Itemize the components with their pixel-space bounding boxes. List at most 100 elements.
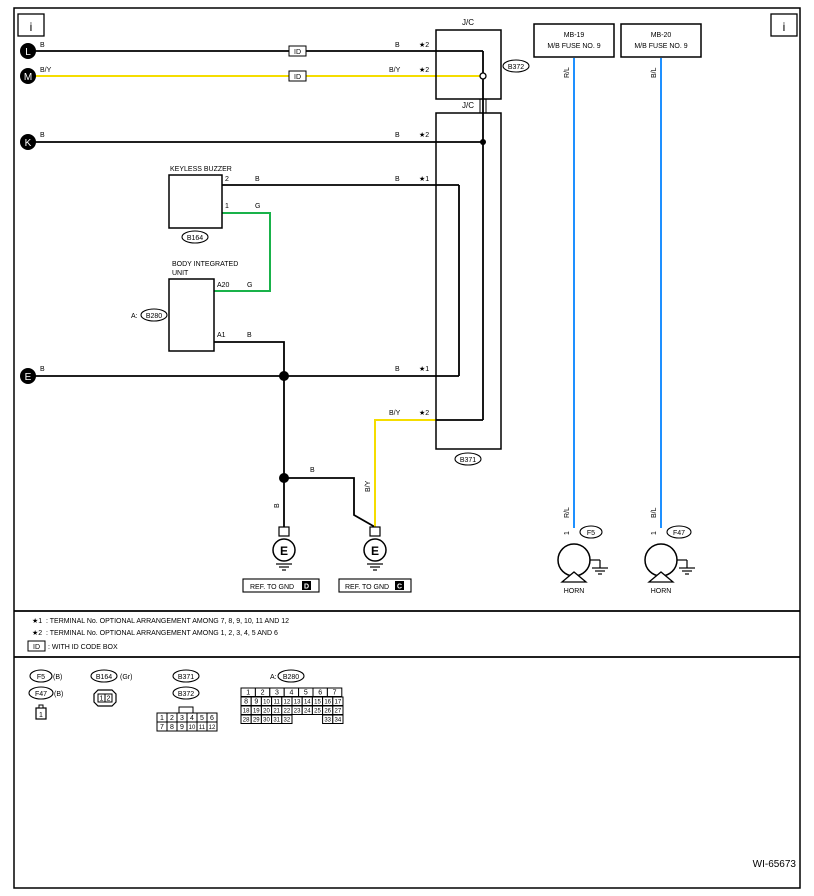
wire-label-by-right: B/Y xyxy=(389,410,401,417)
b280-pin-5-label: 5 xyxy=(304,690,308,697)
b280-pin-6-label: 6 xyxy=(318,690,322,697)
b371-pin-6-label: 6 xyxy=(210,715,214,722)
horn-label-2: HORN xyxy=(651,588,672,595)
svg-text:F5: F5 xyxy=(37,674,45,681)
wire-label-gnd-vert-by: B/Y xyxy=(365,480,372,492)
id-box-l: ID xyxy=(288,45,307,57)
b280-pin-32-label: 32 xyxy=(284,718,291,724)
wire-by-gnd xyxy=(374,419,436,527)
b280-pin-20-label: 20 xyxy=(263,709,270,715)
wire-label-e-left: B xyxy=(40,366,45,373)
star-k: ★2 xyxy=(419,131,429,139)
horn-f47 xyxy=(644,543,695,583)
wire-label-m-left: B/Y xyxy=(40,67,52,74)
b280-pin-26-label: 26 xyxy=(324,709,331,715)
b280-pin-13-label: 13 xyxy=(294,700,301,706)
wire-label-gnd-vert-b: B xyxy=(274,503,281,508)
wire-label-gnd-b: B xyxy=(310,467,315,474)
b280-pin-9-label: 9 xyxy=(254,699,258,706)
connector-e[interactable]: E xyxy=(20,368,36,384)
b280-pin-30-label: 30 xyxy=(263,718,270,724)
buzzer-pin-2: 2 xyxy=(225,176,229,183)
svg-text:ID: ID xyxy=(33,644,40,651)
cv-b164[interactable]: B164 (Gr) 1 2 xyxy=(90,669,132,707)
buzzer-pin-1: 1 xyxy=(225,203,229,210)
ref-to-gnd-d[interactable]: REF. TO GND D xyxy=(242,578,320,593)
b280-pin-12-label: 12 xyxy=(284,700,291,706)
biu-label-line2: UNIT xyxy=(172,270,189,277)
b280-pin-19-label: 19 xyxy=(253,709,260,715)
b280-pin-34 xyxy=(332,714,344,724)
b371-pin-9-label: 9 xyxy=(180,724,184,731)
b280-pin-29-label: 29 xyxy=(253,718,260,724)
b280-pin-15-label: 15 xyxy=(314,700,321,706)
b371-pin-8-label: 8 xyxy=(170,724,174,731)
connector-tag-b280[interactable]: B280 xyxy=(140,308,168,322)
connector-k[interactable]: K xyxy=(20,134,36,150)
wire-label-buzzer-b: B xyxy=(255,176,260,183)
star-m: ★2 xyxy=(419,66,429,74)
svg-text:L: L xyxy=(25,47,31,58)
fuse-mb19: MB-19 M/B FUSE NO. 9 xyxy=(533,23,615,58)
svg-text:E: E xyxy=(25,372,32,383)
wire-label-biu-g: G xyxy=(247,282,252,289)
connector-tag-b372[interactable]: B372 xyxy=(502,59,530,73)
b371-pin-11-label: 11 xyxy=(199,725,206,731)
b280-pin-21-label: 21 xyxy=(273,709,280,715)
svg-text:K: K xyxy=(25,138,32,149)
b371-pin-4-label: 4 xyxy=(190,715,194,722)
info-icon-right[interactable]: i xyxy=(770,13,798,37)
b280-pin-34-label: 34 xyxy=(335,718,342,724)
wire-biu-a1 xyxy=(214,341,285,478)
svg-text:B164: B164 xyxy=(96,674,112,681)
svg-text:1: 1 xyxy=(100,696,104,703)
splice-k xyxy=(480,139,486,145)
connector-tag-b164[interactable]: B164 xyxy=(181,230,209,244)
svg-text:B372: B372 xyxy=(178,691,194,698)
b371-pin-5-label: 5 xyxy=(200,715,204,722)
svg-text:F5: F5 xyxy=(587,530,595,537)
ref-to-gnd-c[interactable]: REF. TO GND C xyxy=(338,578,412,593)
biu-prefix: A: xyxy=(131,313,138,320)
b280-pin-1-label: 1 xyxy=(246,690,250,697)
legend-star1: ★1 xyxy=(32,617,42,625)
legend-star2: ★2 xyxy=(32,629,42,637)
b371-pin-1-label: 1 xyxy=(160,715,164,722)
b280-pin-27-label: 27 xyxy=(335,709,342,715)
ground-c: E xyxy=(363,526,387,571)
wire-label-k-left: B xyxy=(40,132,45,139)
horn-label-1: HORN xyxy=(564,588,585,595)
cv-f47[interactable]: F47 (B) xyxy=(28,686,63,700)
wire-green xyxy=(214,212,271,292)
connector-tag-b371[interactable]: B371 xyxy=(454,452,482,466)
svg-text:F47: F47 xyxy=(673,530,685,537)
b280-pin-28-label: 28 xyxy=(243,718,250,724)
keyless-buzzer-label: KEYLESS BUZZER xyxy=(170,166,232,173)
connector-tag-f47[interactable]: F47 xyxy=(666,525,692,539)
info-icon-left[interactable]: i xyxy=(17,13,45,37)
horn-f5 xyxy=(557,543,608,583)
keyless-buzzer xyxy=(168,174,223,229)
horn1-pin: 1 xyxy=(564,531,571,535)
jc-box-bottom xyxy=(435,112,502,450)
connector-l[interactable]: L xyxy=(20,43,36,59)
wire-label-rl-top: R/L xyxy=(564,67,571,78)
star-l: ★2 xyxy=(419,41,429,49)
wire-label-rl-bottom: R/L xyxy=(564,507,571,518)
svg-text:C: C xyxy=(397,584,402,591)
ground-d: E xyxy=(272,526,296,571)
svg-text:M: M xyxy=(24,72,32,83)
connector-tag-f5[interactable]: F5 xyxy=(579,525,603,539)
legend-star2-text: : TERMINAL No. OPTIONAL ARRANGEMENT AMON… xyxy=(46,630,278,637)
svg-text:REF. TO GND: REF. TO GND xyxy=(250,584,294,591)
svg-text:B371: B371 xyxy=(460,457,476,464)
star-by: ★2 xyxy=(419,409,429,417)
diagram-code: WI-65673 xyxy=(753,859,797,870)
wire-label-l-right: B xyxy=(395,42,400,49)
connector-m[interactable]: M xyxy=(20,68,36,84)
cv-f5[interactable]: F5 (B) xyxy=(29,669,62,683)
wire-label-k-right: B xyxy=(395,132,400,139)
